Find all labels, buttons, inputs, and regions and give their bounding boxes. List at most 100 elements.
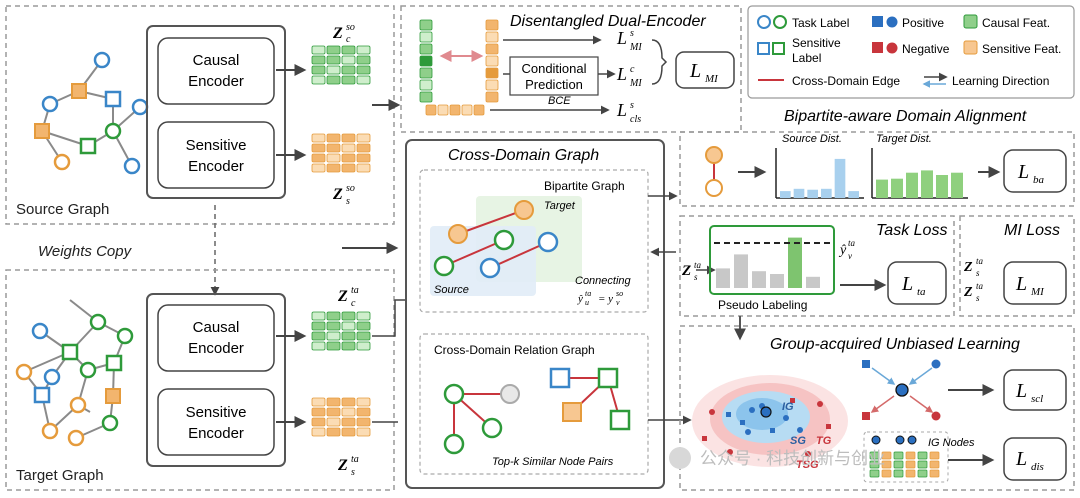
graph-node bbox=[105, 388, 121, 404]
source-dist-bar bbox=[780, 191, 791, 198]
watermark-text: 公众号 · 科技创新与创业 bbox=[700, 449, 885, 468]
feature-cell bbox=[326, 133, 341, 143]
feature-cell bbox=[311, 133, 326, 143]
cross-domain-graph-title: Cross-Domain Graph bbox=[448, 147, 599, 164]
feature-cell bbox=[473, 104, 485, 116]
ig-label: IG bbox=[782, 401, 794, 413]
graph-node bbox=[93, 51, 111, 69]
source-sensitive-encoder-l2: Encoder bbox=[188, 158, 244, 175]
feature-cell bbox=[326, 163, 341, 173]
feature-cell bbox=[485, 67, 499, 79]
svg-text:s: s bbox=[976, 268, 980, 278]
legend-learning-direction: Learning Direction bbox=[952, 74, 1049, 88]
feature-cell bbox=[893, 460, 904, 469]
source-dist-bar bbox=[834, 158, 846, 198]
target-dist-label: Target Dist. bbox=[876, 133, 932, 145]
feature-cell bbox=[326, 153, 341, 163]
feature-cell bbox=[326, 311, 341, 321]
feature-cell bbox=[356, 65, 371, 75]
feature-cell bbox=[881, 451, 892, 460]
loss-cls-s: L bbox=[616, 100, 627, 120]
relation-graph-label: Cross-Domain Relation Graph bbox=[434, 343, 595, 357]
feature-cell bbox=[341, 407, 356, 417]
feature-cell bbox=[356, 397, 371, 407]
legend-panel: Task Label Sensitive Label Positive Nega… bbox=[747, 5, 1075, 99]
watermark: 公众号 · 科技创新与创业 bbox=[669, 447, 885, 469]
target-graph-label: Target Graph bbox=[16, 467, 104, 484]
graph-node bbox=[105, 354, 123, 372]
loss-ba: L bbox=[1017, 161, 1029, 183]
feature-cell bbox=[341, 133, 356, 143]
z-c-so-sub: c bbox=[346, 34, 351, 45]
target-graph-nodes bbox=[15, 313, 134, 447]
dual-encoder-panel: Disentangled Dual-Encoder Conditional Pr… bbox=[372, 5, 742, 133]
legend-sensitive-label-l2: Label bbox=[792, 51, 821, 65]
graph-node bbox=[41, 95, 59, 113]
feature-cell bbox=[917, 451, 928, 460]
target-dist-bar bbox=[936, 175, 948, 198]
feature-cell bbox=[869, 460, 880, 469]
source-graph-panel: Source Graph Causal Encoder Sensitive En… bbox=[5, 5, 395, 225]
z-s-so-sup: so bbox=[346, 183, 355, 194]
feature-cell bbox=[356, 321, 371, 331]
svg-text:Z: Z bbox=[963, 285, 973, 300]
feature-cell bbox=[326, 417, 341, 427]
source-dist-bar bbox=[821, 188, 832, 198]
feature-cell bbox=[326, 407, 341, 417]
feature-cell bbox=[485, 43, 499, 55]
loss-mi2-box bbox=[1003, 261, 1067, 305]
source-encoder-box bbox=[146, 25, 286, 199]
loss-ta-box bbox=[887, 261, 947, 305]
domain-alignment-panel: Bipartite-aware Domain Alignment Source … bbox=[679, 108, 1075, 207]
graph-node bbox=[104, 122, 122, 140]
feature-cell bbox=[311, 45, 326, 55]
feature-cell bbox=[341, 163, 356, 173]
legend-sensitive-label-icon bbox=[757, 42, 770, 55]
graph-node bbox=[71, 83, 87, 99]
tsg-label: TSG bbox=[796, 459, 819, 471]
graph-node bbox=[41, 422, 59, 440]
svg-text:= y: = y bbox=[598, 293, 613, 305]
feature-cell bbox=[341, 65, 356, 75]
z-c-ta-sup: ta bbox=[351, 285, 359, 296]
target-distribution-histogram bbox=[871, 148, 968, 199]
connecting-eq: ŷ bbox=[577, 293, 583, 305]
loss-scl-box bbox=[1003, 369, 1067, 411]
svg-text:u: u bbox=[585, 298, 589, 307]
loss-mi-c: L bbox=[616, 64, 627, 84]
feature-cell bbox=[341, 55, 356, 65]
z-s-ta-sup: ta bbox=[351, 454, 359, 465]
feature-cell bbox=[419, 91, 433, 103]
z-s-ta-sub: s bbox=[351, 467, 355, 478]
graph-node bbox=[43, 368, 61, 386]
domain-alignment-title: Bipartite-aware Domain Alignment bbox=[784, 108, 1027, 125]
feature-cell bbox=[917, 460, 928, 469]
loss-mi2-sub: MI bbox=[1030, 286, 1045, 298]
mi-loss-panel: MI Loss Z s ta Z s ta L MI bbox=[959, 215, 1075, 317]
feature-cell bbox=[311, 407, 326, 417]
svg-text:ta: ta bbox=[976, 281, 984, 291]
loss-dis-sub: dis bbox=[1031, 461, 1044, 473]
feature-cell bbox=[356, 407, 371, 417]
feature-cell bbox=[356, 133, 371, 143]
feature-cell bbox=[461, 104, 473, 116]
source-distribution-histogram bbox=[775, 148, 864, 199]
z-c-so: Z bbox=[332, 25, 343, 42]
legend-positive-icon bbox=[872, 16, 883, 27]
feature-cell bbox=[485, 91, 499, 103]
feature-cell bbox=[356, 417, 371, 427]
ig-node-features bbox=[869, 435, 940, 478]
feature-cell bbox=[341, 311, 356, 321]
target-dist-bar bbox=[876, 179, 888, 198]
feature-cell bbox=[326, 65, 341, 75]
unbiased-learning-panel: Group-acquired Unbiased Learning IG SG T… bbox=[679, 325, 1075, 491]
legend-causal-feat: Causal Feat. bbox=[982, 16, 1050, 30]
ig-nodes-label: IG Nodes bbox=[928, 437, 975, 449]
feature-cell bbox=[341, 331, 356, 341]
source-causal-encoder bbox=[157, 37, 275, 105]
feature-cell bbox=[341, 397, 356, 407]
source-dist-bar bbox=[793, 188, 805, 198]
feature-cell bbox=[341, 321, 356, 331]
loss-scl-sub: scl bbox=[1031, 393, 1043, 405]
z-s-so: Z bbox=[332, 186, 343, 203]
